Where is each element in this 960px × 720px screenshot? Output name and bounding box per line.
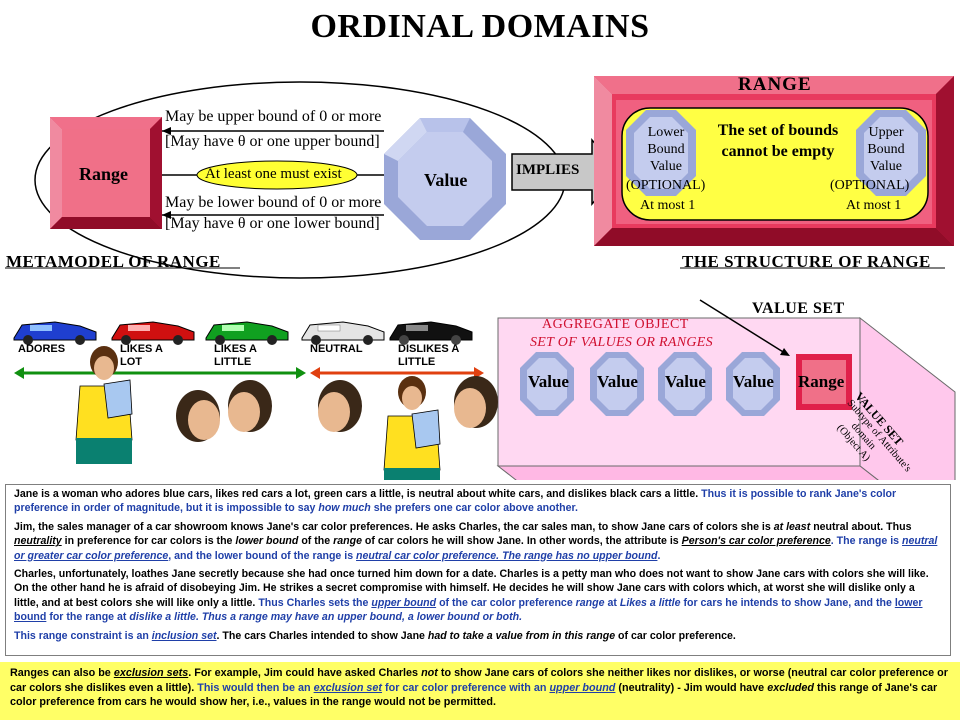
value-set-item: Value — [528, 372, 569, 391]
range-label: Range — [79, 164, 128, 184]
value-set-item: Value — [665, 372, 706, 391]
jane-figure-right — [383, 376, 441, 480]
story-paragraph-2: Jim, the sales manager of a car showroom… — [14, 520, 938, 562]
lower-optional: (OPTIONAL) — [626, 178, 706, 193]
range-box — [50, 117, 162, 229]
bounds-center-text: The set of bounds cannot be empty — [717, 122, 839, 160]
at-least-one-label: At least one must exist — [205, 166, 342, 182]
upper-bound-value: Upper Bound Value — [867, 125, 905, 174]
car-label-likes-a-lot: LIKES A LOT — [120, 343, 163, 368]
man-heads-right — [318, 376, 498, 432]
value-octagon — [384, 118, 506, 240]
page-title: ORDINAL DOMAINS — [310, 8, 650, 45]
story-paragraph-4: This range constraint is an inclusion se… — [14, 629, 736, 642]
story-panel: Jane is a woman who adores blue cars, li… — [5, 484, 951, 656]
value-set-title: VALUE SET — [752, 300, 845, 317]
aggregate-object-label: AGGREGATE OBJECT — [542, 317, 689, 332]
value-set-item: Value — [597, 372, 638, 391]
structure-caption: THE STRUCTURE OF RANGE — [682, 252, 931, 271]
exclusion-set-note: Ranges can also be exclusion sets. For e… — [0, 662, 960, 720]
value-set-range-item: Range — [798, 372, 845, 391]
car-red — [111, 321, 195, 345]
story-paragraph-1: Jane is a woman who adores blue cars, li… — [14, 488, 897, 515]
upper-bound-line2: [May have θ or one upper bound] — [165, 133, 380, 150]
at-least-one-ellipse — [196, 160, 358, 190]
diagram-canvas — [5, 76, 956, 480]
value-set-octagons — [520, 352, 780, 416]
value-set-range-box — [796, 354, 852, 410]
car-label-likes-a-little: LIKES A LITTLE — [214, 343, 257, 368]
metamodel-caption: METAMODEL OF RANGE — [6, 252, 221, 271]
story-paragraph-3: Charles, unfortunately, loathes Jane sec… — [14, 568, 929, 624]
car-white — [301, 321, 385, 345]
car-label-dislikes-a-little: DISLIKES A LITTLE — [398, 343, 459, 368]
upper-at-most: At most 1 — [846, 198, 902, 213]
aggregate-set-label: SET OF VALUES OR RANGES — [530, 335, 713, 350]
jane-figure-left — [75, 346, 133, 464]
car-label-neutral: NEUTRAL — [310, 343, 363, 355]
man-heads-left — [176, 380, 272, 442]
upper-bound-octagon — [856, 110, 926, 196]
implies-label: IMPLIES — [516, 162, 580, 178]
lower-bound-value: Lower Bound Value — [647, 125, 685, 174]
car-green — [205, 321, 289, 345]
car-label-adores: ADORES — [18, 343, 66, 355]
upper-bound-line1: May be upper bound of 0 or more — [165, 108, 382, 125]
lower-bound-line2: [May have θ or one lower bound] — [165, 215, 380, 232]
lower-bound-octagon — [626, 110, 696, 196]
lower-at-most: At most 1 — [640, 198, 696, 213]
range-structure-title: RANGE — [738, 74, 812, 95]
car-black — [389, 321, 473, 345]
lower-bound-line1: May be lower bound of 0 or more — [165, 194, 382, 211]
upper-optional: (OPTIONAL) — [830, 178, 910, 193]
bounds-yellow-panel — [621, 107, 929, 221]
value-set-item: Value — [733, 372, 774, 391]
car-blue — [13, 321, 97, 345]
value-label: Value — [424, 170, 468, 190]
